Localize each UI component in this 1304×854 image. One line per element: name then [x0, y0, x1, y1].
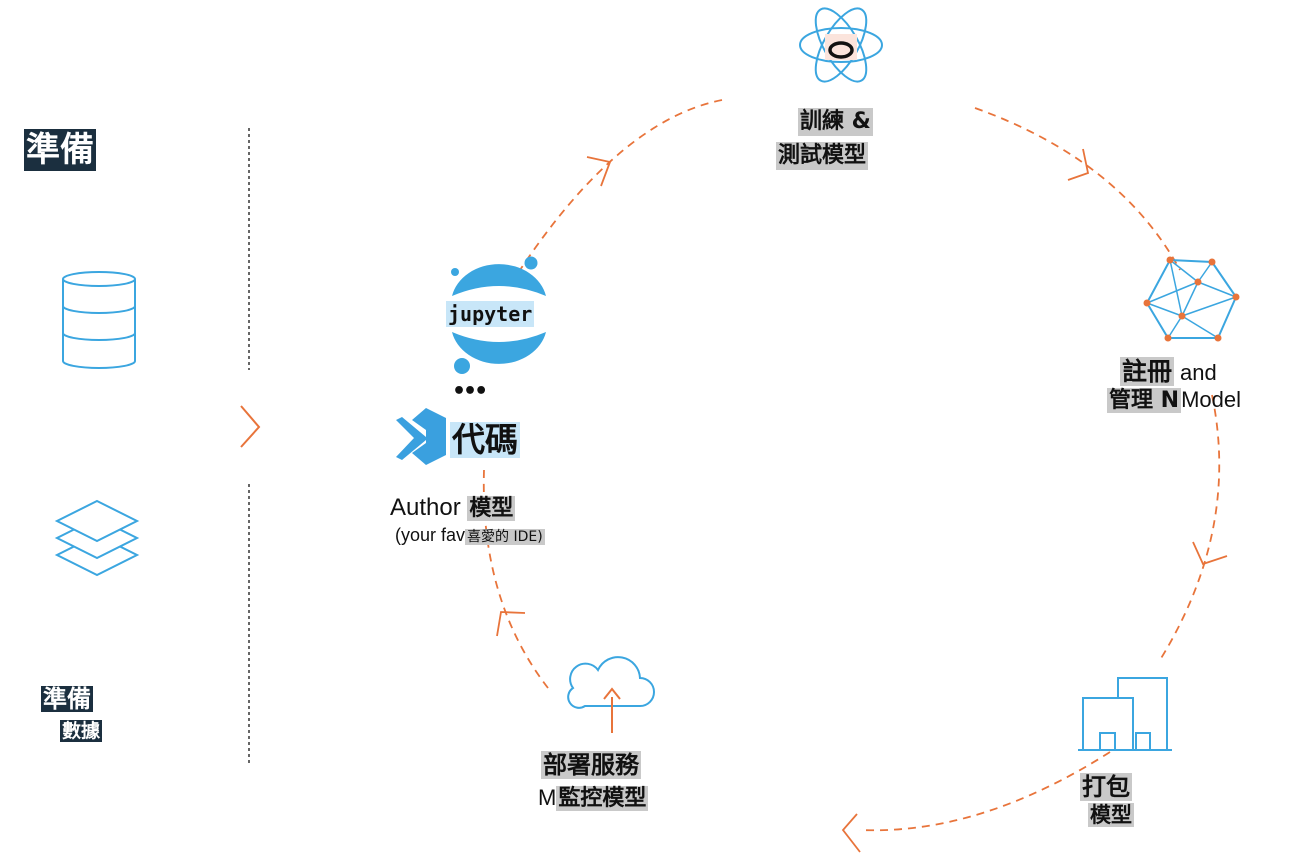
register-label-line2: 管理 NModel: [1107, 382, 1241, 414]
author-prefix: Author: [390, 494, 468, 521]
vscode-code-label: 代碼: [450, 420, 520, 459]
jupyter-logo: [451, 256, 546, 374]
register-label-zh: 註冊: [1120, 357, 1175, 386]
chevron-right-icon: [240, 405, 261, 448]
deploy-label-line2: M監控模型: [538, 780, 649, 812]
manage-label-tail: Model: [1181, 387, 1241, 412]
atom-icon: [799, 7, 883, 83]
ide-prefix: (your fav: [395, 525, 466, 545]
monitor-label-zh: 監控模型: [556, 786, 649, 811]
ide-suffix: 喜愛的 IDE): [465, 529, 545, 545]
train-label-line2: 測試模型: [776, 142, 869, 170]
layers-icon: [54, 499, 140, 577]
buildings-icon: [1078, 677, 1172, 751]
train-label-line1: 訓練 &: [798, 108, 873, 136]
package-label-line1: 打包: [1080, 773, 1132, 801]
vscode-logo: [396, 408, 446, 465]
deploy-label-prefix: M: [538, 785, 557, 810]
author-suffix: 模型: [467, 496, 516, 521]
manage-label-zh: 管理 N: [1107, 388, 1182, 413]
database-icon: [62, 271, 136, 369]
prepare-data-label-line2: 數據: [60, 720, 103, 742]
package-label-line2: 模型: [1088, 803, 1134, 827]
network-icon: [1143, 256, 1240, 342]
ellipsis-label: •••: [452, 379, 488, 404]
prepare-title: 準備: [24, 129, 96, 171]
register-label-tail: and: [1180, 360, 1217, 385]
cloud-upload-icon: [567, 656, 655, 733]
jupyter-wordmark: jupyter: [446, 301, 535, 327]
author-model-label: Author 模型: [390, 490, 516, 522]
deploy-label-line1: 部署服務: [541, 751, 641, 779]
prepare-data-label-line1: 準備: [41, 685, 93, 713]
